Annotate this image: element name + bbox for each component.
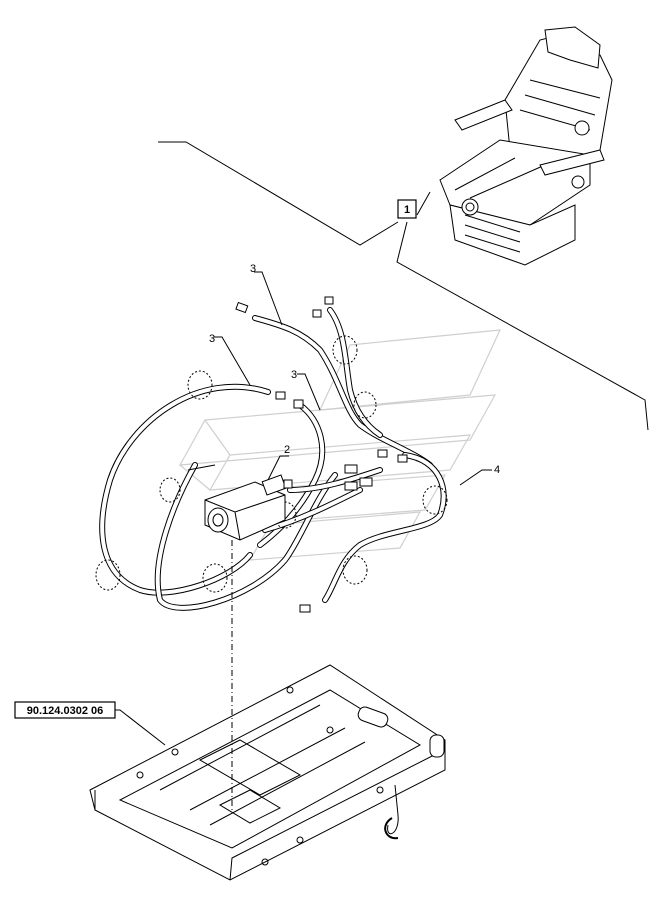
actuator-icon: [187, 464, 293, 541]
svg-text:90.124.0302 06: 90.124.0302 06: [27, 705, 103, 717]
cable-clips: [95, 335, 448, 593]
svg-text:4: 4: [494, 464, 500, 476]
svg-text:3: 3: [250, 263, 256, 275]
seat-base-frame-icon: [89, 664, 446, 881]
svg-text:1: 1: [404, 204, 410, 216]
callout-item-3b: 3: [209, 333, 251, 386]
leader-lines-item-1: [158, 141, 649, 431]
callout-item-1: 1: [397, 199, 417, 219]
svg-text:2: 2: [284, 444, 290, 456]
wiring-harness: [99, 307, 447, 611]
callout-item-2: 2: [267, 444, 290, 481]
svg-text:3: 3: [209, 333, 215, 345]
callout-item-3c: 3: [291, 369, 321, 411]
callout-item-4: 4: [459, 464, 500, 486]
callout-item-3a: 3: [250, 263, 283, 326]
connectors: [235, 296, 408, 613]
svg-text:3: 3: [291, 369, 297, 381]
reference-code-box: 90.124.0302 06: [14, 701, 166, 746]
operator-seat-icon: [439, 26, 613, 266]
